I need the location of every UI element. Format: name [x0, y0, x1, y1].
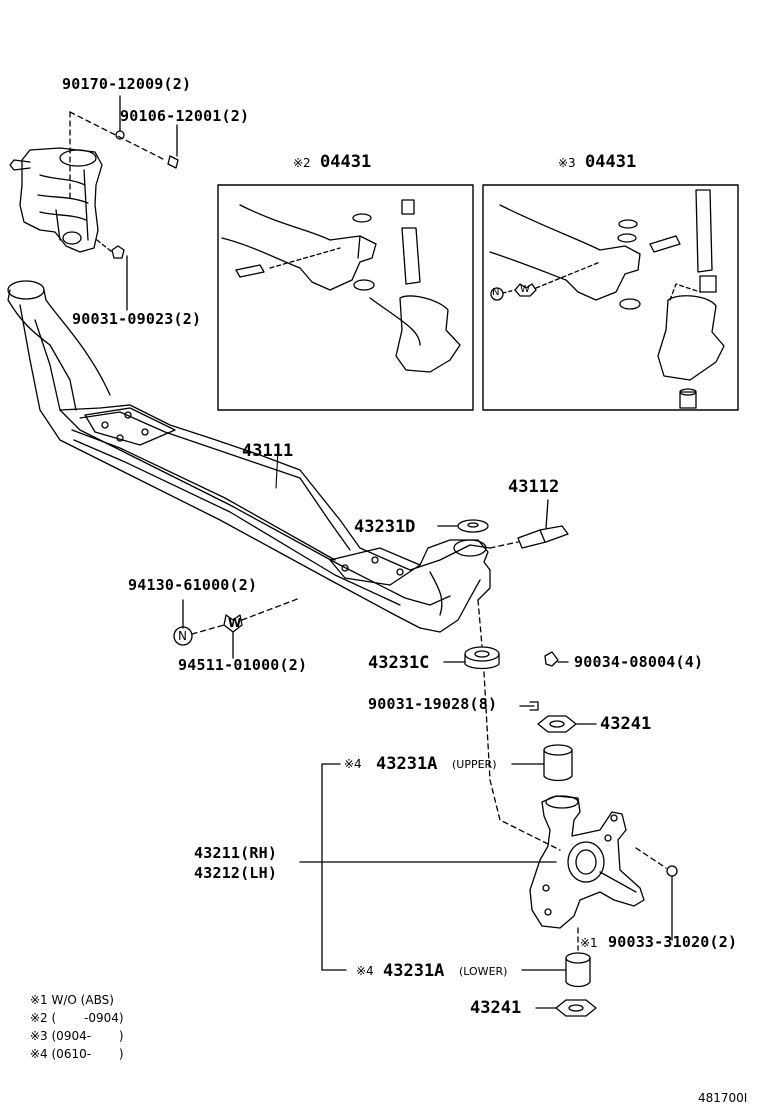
- part-label-43231d[interactable]: 43231D: [354, 517, 416, 537]
- part-label-43241-lower[interactable]: 43241: [470, 998, 522, 1018]
- thrust-bearing-drawing: [443, 599, 561, 851]
- part-label-43212-lh[interactable]: 43212(LH): [194, 864, 278, 882]
- part-label-90033-31020[interactable]: 90033-31020(2): [608, 933, 738, 951]
- part-label-94130-61000[interactable]: 94130-61000(2): [128, 576, 258, 594]
- nut-washer-marker-leaders: [173, 597, 301, 659]
- note-2: ※2 ( -0904): [30, 1011, 124, 1025]
- inset-3-nut-marker-n: N: [492, 287, 500, 298]
- bushing-lower-position-note: (LOWER): [459, 965, 508, 978]
- part-label-43241-upper[interactable]: 43241: [600, 714, 652, 734]
- part-label-90170-12009[interactable]: 90170-12009(2): [62, 75, 192, 93]
- part-label-90031-09023[interactable]: 90031-09023(2): [72, 310, 202, 328]
- note-3: ※3 (0904- ): [30, 1029, 124, 1043]
- note-4: ※4 (0610- ): [30, 1047, 124, 1061]
- plug-drawing: [635, 847, 678, 941]
- washer-marker-w: W: [228, 616, 242, 630]
- nut-marker-n: N: [178, 629, 187, 643]
- axle-beam-drawing: [7, 280, 491, 633]
- part-label-43231a-upper[interactable]: 43231A: [376, 754, 438, 774]
- grease-fitting-drawing: [544, 651, 569, 667]
- figure-id: 481700I: [698, 1091, 748, 1105]
- bolt-and-washer-leaders: [69, 95, 179, 311]
- part-label-43231a-lower[interactable]: 43231A: [383, 961, 445, 981]
- part-label-90031-19028[interactable]: 90031-19028(8): [368, 695, 498, 713]
- steering-knuckle-arm-drawing: [9, 147, 103, 253]
- part-label-04431-inset-2[interactable]: 04431: [320, 152, 372, 172]
- part-label-94511-01000[interactable]: 94511-01000(2): [178, 656, 308, 674]
- bushing-bracket: [321, 763, 347, 971]
- part-label-43111[interactable]: 43111: [242, 441, 294, 461]
- part-label-43112[interactable]: 43112: [508, 477, 560, 497]
- cap-upper-drawing: [519, 701, 597, 733]
- bushing-lower-and-cap-drawing: [521, 927, 597, 1017]
- steering-knuckle-drawing: [299, 795, 645, 929]
- inset-2-condition-mark: ※2: [293, 156, 311, 170]
- bushing-upper-position-note: (UPPER): [452, 758, 497, 771]
- part-label-43231c[interactable]: 43231C: [368, 653, 430, 673]
- inset-box-3: [482, 184, 739, 411]
- part-label-90034-08004[interactable]: 90034-08004(4): [574, 653, 704, 671]
- pin-and-bearing-drawing: [437, 499, 569, 549]
- plug-condition-mark: ※1: [580, 936, 598, 950]
- inset-box-2: [217, 184, 474, 411]
- part-label-90106-12001[interactable]: 90106-12001(2): [120, 107, 250, 125]
- note-1: ※1 W/O (ABS): [30, 993, 114, 1007]
- inset-3-condition-mark: ※3: [558, 156, 576, 170]
- bushing-lower-condition-mark: ※4: [356, 964, 374, 978]
- part-label-43211-rh[interactable]: 43211(RH): [194, 844, 278, 862]
- bushing-upper-drawing: [511, 744, 573, 782]
- part-label-04431-inset-3[interactable]: 04431: [585, 152, 637, 172]
- bushing-upper-condition-mark: ※4: [344, 757, 362, 771]
- inset-3-washer-marker-w: W: [520, 284, 530, 295]
